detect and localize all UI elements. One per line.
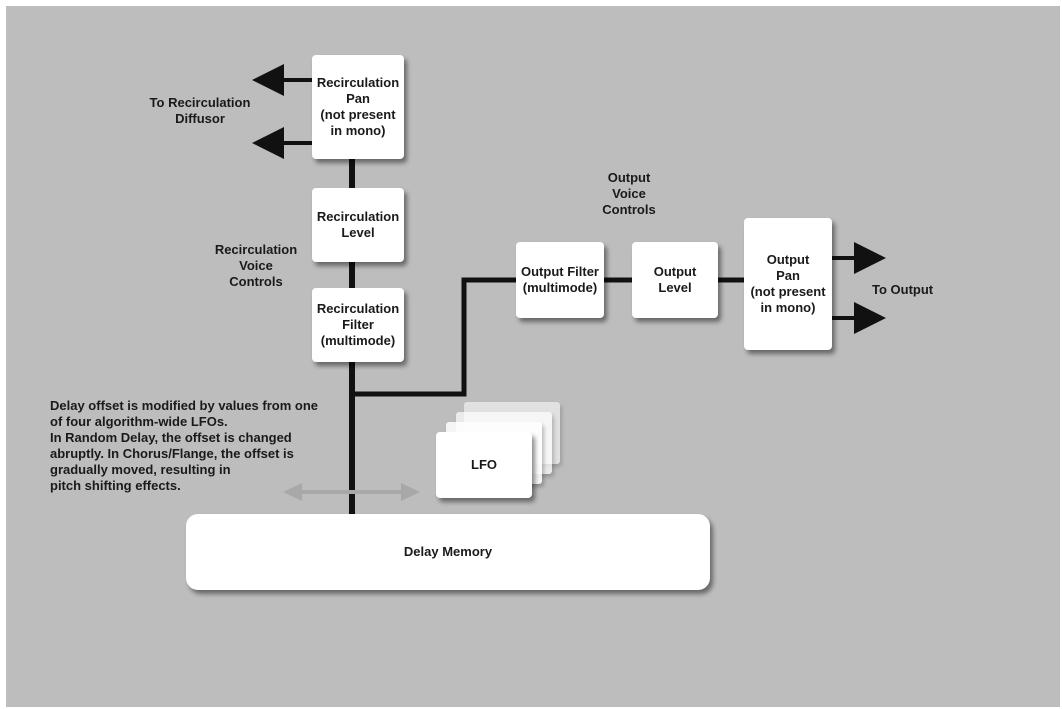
output-level-box: Output Level xyxy=(632,242,718,318)
to-recirculation-diffusor-label: To Recirculation Diffusor xyxy=(149,95,251,126)
lfo-box: LFO xyxy=(436,432,532,498)
output-level-label: Output Level xyxy=(653,264,697,295)
delay-offset-note: Delay offset is modified by values from … xyxy=(50,398,319,493)
output-pan-box: Output Pan (not present in mono) xyxy=(744,218,832,350)
output-voice-controls-label: Output Voice Controls xyxy=(602,170,656,217)
output-filter-box: Output Filter (multimode) xyxy=(516,242,604,318)
recirculation-filter-label: Recirculation Filter (multimode) xyxy=(316,301,400,348)
recirculation-voice-controls-label: Recirculation Voice Controls xyxy=(214,242,298,289)
diagram-canvas xyxy=(6,6,1060,707)
output-filter-label: Output Filter (multimode) xyxy=(521,264,599,295)
recirculation-level-label: Recirculation Level xyxy=(316,209,400,240)
recirculation-pan-label: Recirculation Pan (not present in mono) xyxy=(316,75,400,138)
output-pan-label: Output Pan (not present in mono) xyxy=(750,252,826,315)
output-branch-line xyxy=(352,277,516,397)
delay-memory-box: Delay Memory xyxy=(186,514,710,590)
recirculation-level-box: Recirculation Level xyxy=(312,188,404,262)
delay-memory-label: Delay Memory xyxy=(403,544,493,559)
lfo-label: LFO xyxy=(471,457,497,472)
recirculation-filter-box: Recirculation Filter (multimode) xyxy=(312,288,404,362)
recirculation-pan-box: Recirculation Pan (not present in mono) xyxy=(312,55,404,159)
to-output-label: To Output xyxy=(872,282,934,297)
delay-offset-arrow xyxy=(283,483,420,501)
